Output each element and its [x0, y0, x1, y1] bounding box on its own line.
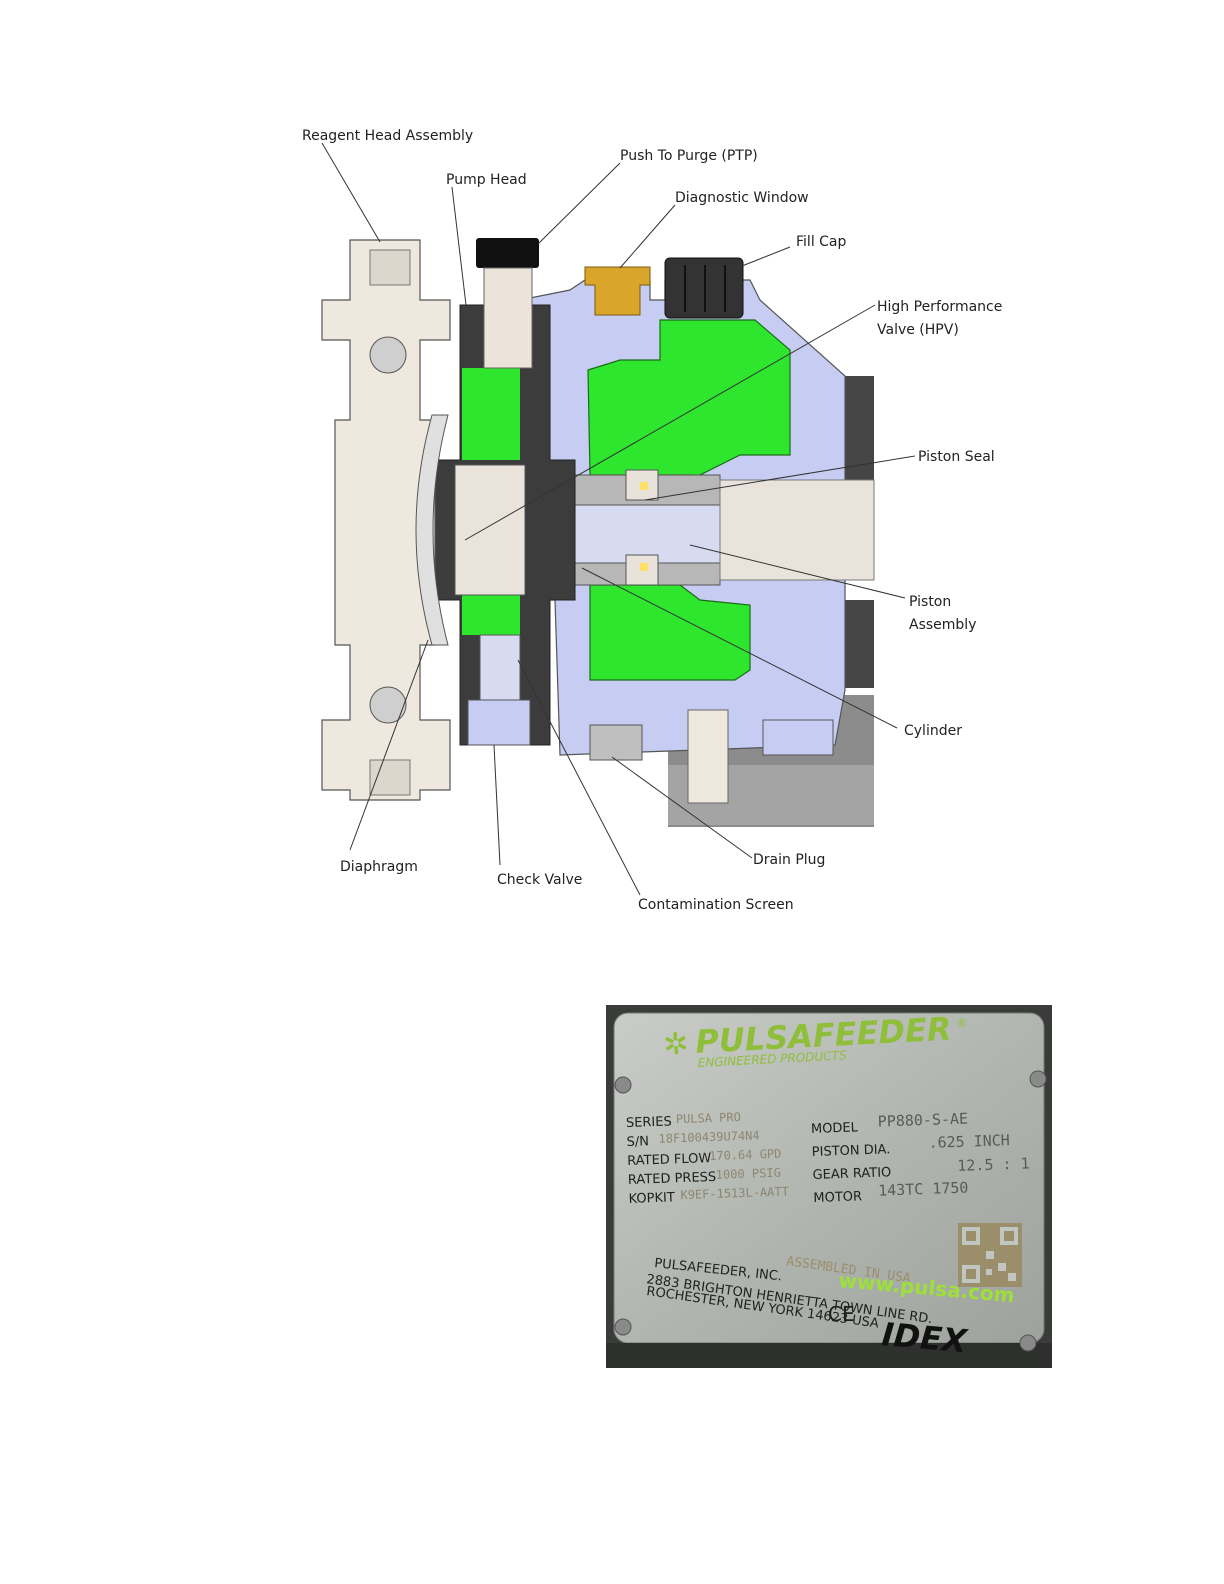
label-cylinder: Cylinder: [904, 723, 962, 739]
label-piston-seal: Piston Seal: [918, 449, 995, 465]
check-valve-port: [467, 699, 531, 746]
leader-hpv: [464, 304, 876, 541]
reagent-inlet: [369, 249, 411, 286]
leader-diaphragm: [349, 639, 429, 851]
label-piston-assembly-line2: Assembly: [909, 617, 976, 633]
gear-ratio-label: GEAR RATIO: [812, 1165, 891, 1183]
diaphragm-disc: [415, 414, 449, 646]
leader-check-valve: [493, 744, 501, 866]
series-label: SERIES: [626, 1114, 672, 1131]
pump-head-green-lower: [462, 595, 520, 635]
leader-reagent-head: [321, 142, 381, 243]
kopkit-label: KOPKIT: [628, 1190, 675, 1207]
leader-fill-cap: [741, 246, 791, 267]
pump-cutaway-diagram: Reagent Head Assembly Pump Head Push To …: [302, 128, 1002, 913]
drain-plug-body: [589, 724, 643, 761]
gear-ratio-value: 12.5 : 1: [957, 1154, 1030, 1175]
kopkit-value: K9EF-1513L-AATT: [680, 1184, 789, 1202]
rear-bore: [719, 479, 875, 581]
seal-yellow: [640, 482, 648, 490]
motor-value: 143TC 1750: [878, 1179, 969, 1200]
seal-yellow-2: [640, 563, 648, 571]
sn-value: 18F100439U74N4: [658, 1128, 760, 1146]
reagent-outlet: [369, 759, 411, 796]
label-hpv-line2: Valve (HPV): [877, 322, 959, 338]
model-value: PP880-S-AE: [877, 1110, 968, 1131]
rated-flow-label: RATED FLOW: [627, 1151, 712, 1169]
pump-head-green-upper: [462, 368, 520, 460]
logo-star-icon: ✲: [662, 1026, 690, 1063]
label-drain-plug: Drain Plug: [753, 852, 825, 868]
ptp-body: [483, 267, 533, 369]
leader-cylinder: [581, 567, 898, 729]
motor-label: MOTOR: [813, 1189, 862, 1206]
screw-icon: [1029, 1070, 1047, 1088]
label-contamination-screen: Contamination Screen: [638, 897, 794, 913]
label-piston-assembly-line1: Piston: [909, 594, 951, 610]
leader-pump-head: [451, 186, 467, 306]
callout-labels: Reagent Head Assembly Pump Head Push To …: [302, 128, 1002, 913]
bottom-window: [762, 719, 834, 756]
idex-logo: IDEX: [880, 1315, 969, 1360]
label-fill-cap: Fill Cap: [796, 234, 847, 250]
leader-ptp: [537, 162, 621, 245]
label-pump-head: Pump Head: [446, 172, 527, 188]
label-diaphragm: Diaphragm: [340, 859, 418, 875]
lower-check-ball: [369, 686, 407, 724]
qr-code-icon: [958, 1223, 1022, 1287]
leader-contamination: [517, 659, 641, 896]
piston-dia-value: .625 INCH: [928, 1131, 1010, 1152]
rated-flow-value: 170.64 GPD: [709, 1147, 782, 1164]
piston-seal-ring-bottom: [625, 554, 659, 586]
sn-label: S/N: [626, 1134, 649, 1150]
ptp-cap: [476, 238, 539, 268]
nameplate-photo: ✲ PULSAFEEDER ® ENGINEERED PRODUCTS SERI…: [606, 1005, 1052, 1368]
label-reagent-head-assembly: Reagent Head Assembly: [302, 128, 473, 144]
leader-diagnostic: [619, 204, 676, 269]
ce-mark-icon: CE: [828, 1302, 855, 1326]
screw-icon: [614, 1076, 632, 1094]
upper-check-ball: [369, 336, 407, 374]
leader-drain-plug: [611, 756, 753, 859]
leader-lines: [321, 142, 916, 896]
pump-head-core: [454, 464, 526, 596]
spec-left-column: SERIES PULSA PRO S/N 18F100439U74N4 RATE…: [626, 1110, 789, 1207]
leader-piston-assembly: [689, 544, 906, 599]
series-value: PULSA PRO: [676, 1110, 741, 1126]
label-check-valve: Check Valve: [497, 872, 582, 888]
motor-block-lower: [845, 600, 874, 688]
leader-piston-seal: [644, 455, 916, 501]
piston-dia-label: PISTON DIA.: [812, 1142, 891, 1160]
bottom-fitting: [687, 709, 729, 804]
screw-icon: [614, 1318, 632, 1336]
oil-reservoir-lower: [589, 584, 751, 681]
pump-cutaway-illustration: [321, 238, 875, 827]
model-label: MODEL: [811, 1120, 859, 1137]
spec-right-column: MODEL PP880-S-AE PISTON DIA. .625 INCH G…: [811, 1110, 1030, 1206]
check-valve-body: [479, 634, 521, 701]
label-push-to-purge: Push To Purge (PTP): [620, 148, 758, 164]
registered-mark: ®: [956, 1016, 968, 1030]
rated-press-value: 1000 PSIG: [716, 1166, 781, 1182]
rated-press-label: RATED PRESS: [628, 1170, 717, 1188]
screw-icon: [1019, 1334, 1037, 1352]
label-diagnostic-window: Diagnostic Window: [675, 190, 809, 206]
diagnostic-window-fitting: [584, 266, 651, 316]
reagent-head-body: [321, 239, 451, 801]
label-hpv-line1: High Performance: [877, 299, 1002, 315]
